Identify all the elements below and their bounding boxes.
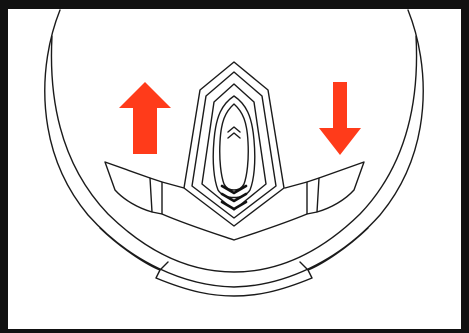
- helmet-shell-outline: [44, 9, 424, 288]
- open-arrow-up-icon: [119, 82, 171, 154]
- helmet-lower-lip: [99, 227, 369, 297]
- helmet-lower-lip-inner: [159, 261, 309, 271]
- vent-slider-button: [212, 95, 256, 199]
- spoiler-base: [161, 181, 308, 189]
- close-arrow-down-icon: [319, 82, 361, 155]
- helmet-inner-line: [50, 35, 418, 273]
- right-spoiler-edge: [306, 177, 320, 215]
- vent-open-chevron-icon: [227, 126, 241, 139]
- vent-housing-outer: [183, 61, 285, 227]
- vent-housing-mid: [191, 71, 277, 219]
- vent-close-chevron-icon: [220, 184, 248, 211]
- left-spoiler-edge: [149, 177, 163, 215]
- spoiler-base-lower: [161, 213, 308, 241]
- vent-slider-inner: [219, 103, 249, 191]
